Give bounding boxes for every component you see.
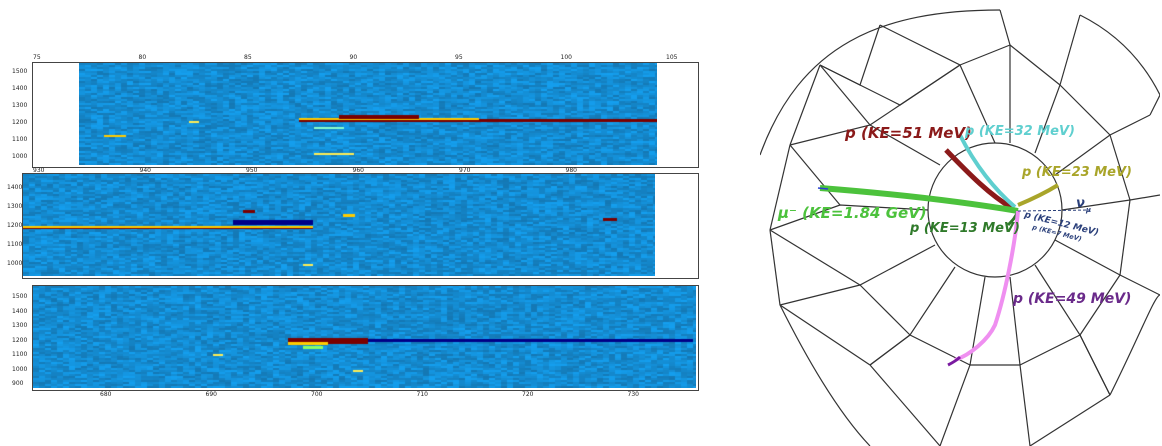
y-tick: 1500 bbox=[12, 68, 28, 75]
label-muon: μ⁻ (KE=1.84 GeV) bbox=[777, 204, 927, 222]
x-tick-top: 95 bbox=[455, 54, 463, 61]
track-muon bbox=[819, 185, 1019, 214]
x-tick-bottom: 720 bbox=[522, 391, 534, 398]
heatmap-1 bbox=[79, 63, 657, 165]
x-tick-top: 105 bbox=[666, 54, 678, 61]
muon-entry-mark bbox=[817, 187, 829, 190]
x-tick-top: 75 bbox=[33, 54, 41, 61]
y-tick: 1000 bbox=[12, 153, 28, 160]
x-tick-top: 90 bbox=[349, 54, 358, 61]
wire-plane-panel-3 bbox=[32, 285, 699, 391]
label-proton-49: p (KE=49 MeV) bbox=[1012, 291, 1131, 307]
x-tick-bottom: 970 bbox=[459, 167, 471, 174]
track-proton-51 bbox=[944, 148, 1014, 211]
y-tick: 1100 bbox=[12, 136, 28, 143]
y-tick: 1400 bbox=[7, 184, 23, 191]
y-tick: 1000 bbox=[12, 365, 28, 373]
y-tick: 1300 bbox=[7, 203, 23, 210]
x-tick-top: 85 bbox=[244, 54, 252, 61]
y-tick: 1300 bbox=[12, 322, 28, 329]
y-tick: 1100 bbox=[7, 241, 23, 248]
y-tick: 1200 bbox=[12, 336, 28, 344]
x-tick-bottom: 930 bbox=[33, 167, 45, 174]
track-proton-23 bbox=[1017, 183, 1060, 207]
x-tick-bottom: 940 bbox=[139, 167, 151, 174]
y-tick: 1100 bbox=[12, 351, 28, 358]
y-tick: 1400 bbox=[12, 307, 28, 315]
x-tick-bottom: 690 bbox=[205, 391, 217, 398]
track-proton-49-end bbox=[947, 355, 962, 367]
label-neutrino: ν bbox=[1076, 196, 1085, 211]
neutrino-line bbox=[1017, 209, 1091, 212]
wire-plane-panel-2 bbox=[22, 173, 699, 279]
x-tick-top: 100 bbox=[560, 54, 572, 61]
x-tick-bottom: 700 bbox=[311, 391, 323, 398]
y-tick: 1200 bbox=[7, 222, 23, 229]
label-proton-51: p (KE=51 MeV) bbox=[844, 124, 972, 142]
y-tick: 900 bbox=[12, 380, 24, 387]
label-neutrino-sub: μ bbox=[1085, 206, 1091, 214]
heatmap-2 bbox=[23, 174, 655, 276]
label-proton-32: p (KE=32 MeV) bbox=[964, 124, 1075, 139]
x-tick-bottom: 680 bbox=[100, 391, 112, 398]
y-tick: 1200 bbox=[12, 119, 28, 126]
x-tick-bottom: 980 bbox=[565, 167, 577, 174]
y-tick: 1400 bbox=[12, 85, 28, 92]
y-tick: 1000 bbox=[7, 260, 23, 267]
y-tick: 1300 bbox=[12, 102, 28, 109]
label-proton-23: p (KE=23 MeV) bbox=[1021, 165, 1132, 180]
track-proton-32 bbox=[958, 134, 1017, 209]
x-tick-bottom: 730 bbox=[627, 391, 639, 398]
event-display: p (KE=51 MeV) p (KE=32 MeV) p (KE=23 MeV… bbox=[760, 9, 1160, 446]
y-tick: 1500 bbox=[12, 293, 28, 300]
x-tick-bottom: 960 bbox=[352, 167, 364, 174]
x-tick-bottom: 710 bbox=[416, 391, 428, 398]
wire-plane-panel-1 bbox=[32, 62, 699, 168]
track-proton-49 bbox=[954, 210, 1020, 362]
x-tick-bottom: 950 bbox=[246, 167, 258, 174]
detector-wireframe bbox=[760, 9, 1160, 446]
heatmap-3 bbox=[33, 286, 696, 388]
x-tick-top: 80 bbox=[138, 54, 147, 61]
label-proton-13: p (KE=13 MeV) bbox=[909, 221, 1020, 236]
